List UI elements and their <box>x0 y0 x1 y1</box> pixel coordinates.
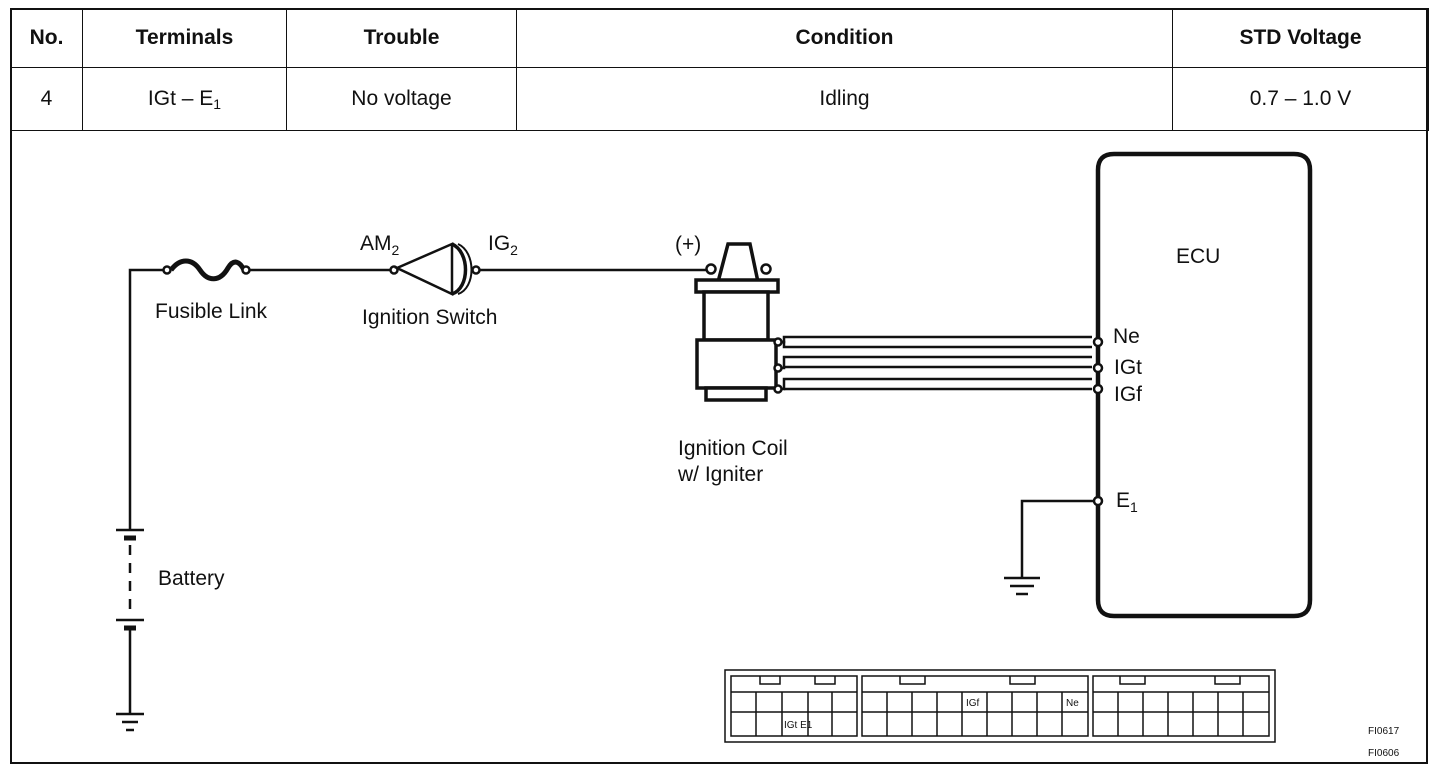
ecu-terminal-e1: E1 <box>1116 489 1138 515</box>
cell-terminals: IGt – E1 <box>82 67 287 131</box>
terminals-subscript: 1 <box>213 95 222 112</box>
connector-mark-igt-e1: IGt E1 <box>784 720 813 731</box>
ignition-coil-symbol <box>694 242 780 402</box>
fusible-link-symbol <box>162 258 251 282</box>
figure-code-1: FI0617 <box>1368 726 1400 737</box>
battery-label: Battery <box>158 567 225 590</box>
header-no: No. <box>10 8 83 68</box>
spec-table: No. Terminals Trouble Condition STD Volt… <box>10 8 1429 131</box>
terminals-text: IGt – E <box>147 86 214 110</box>
cell-condition: Idling <box>516 67 1173 131</box>
e1-ground-symbol <box>1004 499 1094 596</box>
cell-std-voltage: 0.7 – 1.0 V <box>1172 67 1429 131</box>
ecu-box <box>1095 151 1313 619</box>
ecu-terminal-points <box>1092 336 1104 507</box>
ignition-switch-symbol <box>389 242 481 296</box>
ignition-coil-label-line2: w/ Igniter <box>677 463 763 486</box>
table-header-row: No. Terminals Trouble Condition STD Volt… <box>10 8 1429 68</box>
ecu-connector-face <box>724 669 1276 743</box>
cell-trouble: No voltage <box>286 67 517 131</box>
ignition-switch-label: Ignition Switch <box>362 306 497 329</box>
ecu-terminal-ne: Ne <box>1113 325 1140 348</box>
battery-symbol <box>116 528 144 732</box>
cell-no: 4 <box>10 67 83 131</box>
ecu-terminal-igf: IGf <box>1114 383 1142 406</box>
ig2-label: IG2 <box>488 232 518 258</box>
plus-terminal-label: (+) <box>675 233 701 256</box>
am2-label: AM2 <box>360 232 400 258</box>
ignition-coil-label-line1: Ignition Coil <box>678 437 788 460</box>
table-row: 4 IGt – E1 No voltage Idling 0.7 – 1.0 V <box>10 67 1429 131</box>
connector-mark-ne: Ne <box>1066 698 1079 709</box>
signal-wires <box>773 335 1092 394</box>
battery-wire <box>128 268 165 530</box>
figure-code-2: FI0606 <box>1368 748 1400 759</box>
connector-mark-igf: IGf <box>966 698 980 709</box>
ecu-label: ECU <box>1176 245 1220 268</box>
fusible-link-label: Fusible Link <box>155 300 268 323</box>
ecu-terminal-igt: IGt <box>1114 356 1142 379</box>
header-terminals: Terminals <box>82 8 287 68</box>
